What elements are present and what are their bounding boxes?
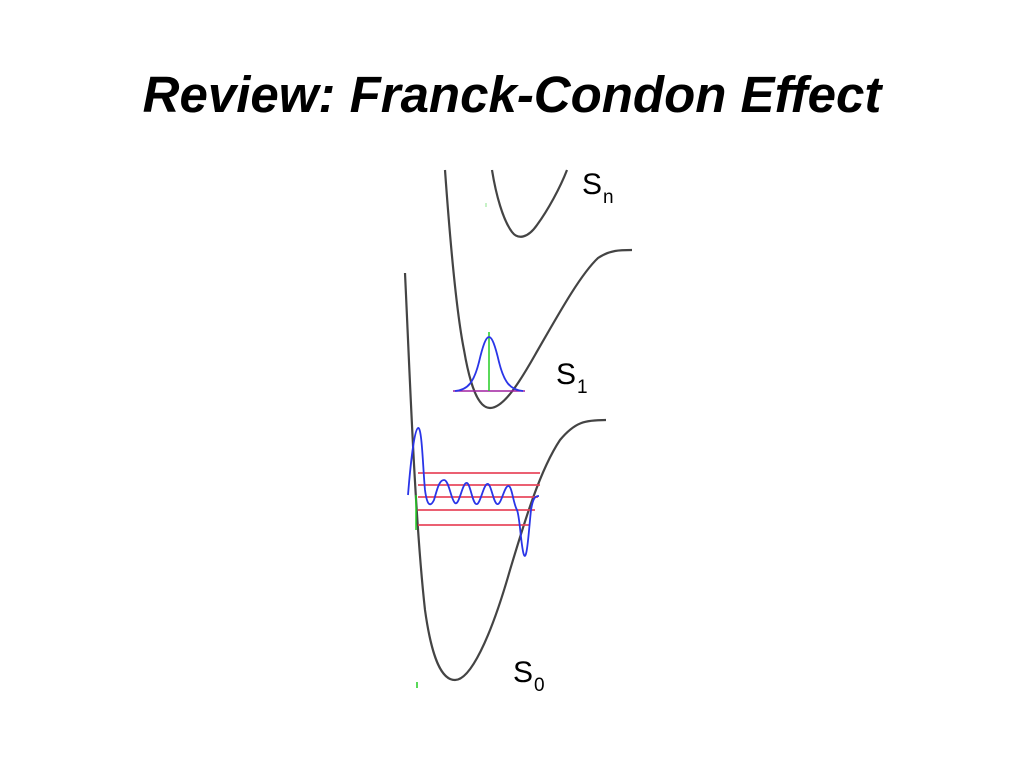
s0-label: S0	[513, 656, 545, 696]
sn-potential-curve	[490, 169, 569, 238]
s1-label: S1	[556, 358, 588, 398]
s0-potential-curve	[403, 272, 607, 682]
s0-label-main: S	[513, 656, 534, 689]
sn-label-subscript: n	[603, 187, 614, 208]
sn-label: Sn	[582, 168, 614, 208]
s1-wavefunction	[454, 336, 524, 392]
s0-wavefunction	[407, 427, 540, 557]
s1-label-subscript: 1	[577, 377, 588, 398]
s1-potential-curve	[443, 169, 633, 410]
s0-label-subscript: 0	[534, 675, 545, 696]
s1-label-main: S	[556, 358, 577, 391]
slide-title: Review: Franck-Condon Effect	[142, 66, 882, 123]
sn-label-main: S	[582, 168, 603, 201]
s0-vibrational-levels	[418, 472, 540, 526]
